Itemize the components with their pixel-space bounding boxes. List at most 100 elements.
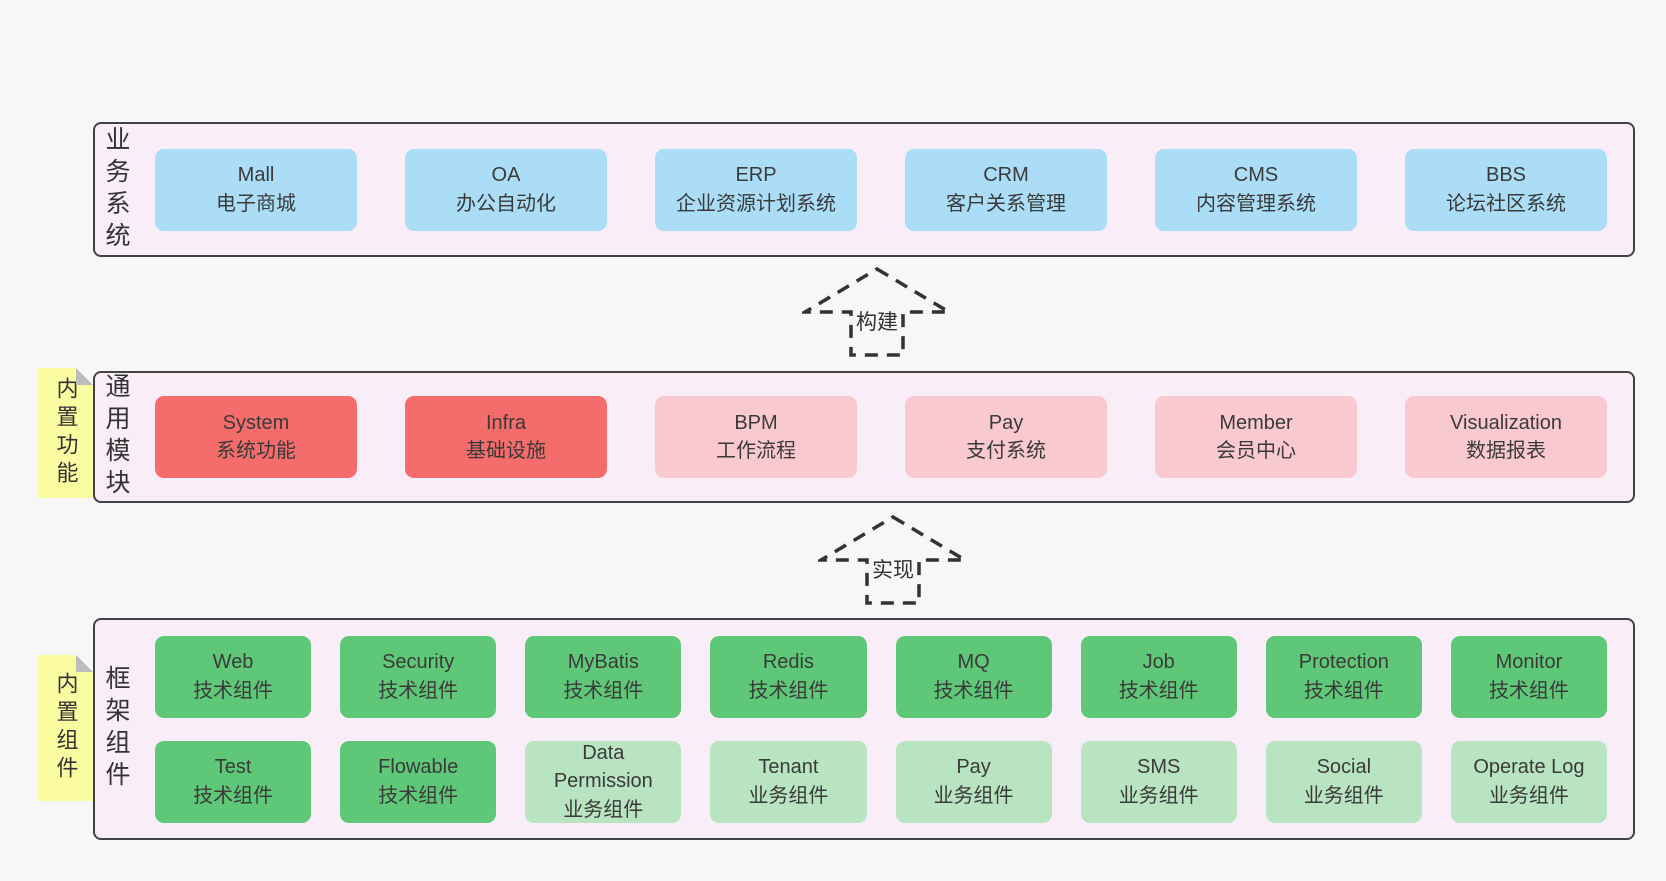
box-subtitle: 技术组件 [1488, 679, 1569, 702]
box-crm: CRM 客户关系管理 [905, 148, 1107, 231]
sticky-note-built-in-features: 内置功能 [38, 368, 93, 498]
modules-box-row: System 系统功能 Infra 基础设施 BPM 工作流程 Pay 支付系统 Member 会… [155, 396, 1607, 478]
box-subtitle: 技术组件 [933, 679, 1014, 702]
box-title: ERP [735, 164, 777, 187]
box-title: MQ [957, 651, 990, 674]
box-title: MyBatis [567, 651, 639, 674]
box-bpm: BPM 工作流程 [655, 396, 857, 478]
box-operate-log: Operate Log 业务组件 [1450, 740, 1607, 823]
box-subtitle: 技术组件 [1118, 679, 1199, 702]
box-subtitle: 业务组件 [933, 784, 1014, 807]
box-title: Protection [1298, 651, 1389, 674]
box-title: BPM [734, 411, 778, 434]
box-title: Pay [988, 411, 1024, 434]
arrow-up-build: 构建 [802, 266, 952, 358]
box-title: Social [1316, 756, 1372, 779]
box-subtitle: 技术组件 [748, 679, 829, 702]
box-flowable: Flowable 技术组件 [340, 740, 497, 823]
box-visualization: Visualization 数据报表 [1405, 396, 1607, 478]
box-subtitle: 支付系统 [966, 440, 1046, 462]
box-subtitle: 数据报表 [1466, 440, 1546, 462]
note-built-in-features-label: 内置功能 [53, 377, 79, 489]
box-subtitle: 客户关系管理 [946, 192, 1066, 215]
box-subtitle: 业务组件 [563, 798, 644, 821]
box-subtitle: 电子商城 [216, 192, 296, 215]
box-title: Test [214, 756, 252, 779]
box-test: Test 技术组件 [155, 740, 312, 823]
box-subtitle: 业务组件 [1118, 784, 1199, 807]
box-title: SMS [1137, 756, 1181, 779]
box-subtitle: 业务组件 [1488, 784, 1569, 807]
box-title: Security [382, 651, 455, 674]
box-subtitle: 会员中心 [1216, 440, 1296, 462]
box-subtitle: 工作流程 [716, 440, 796, 462]
block-arrow-up-icon [802, 266, 952, 357]
box-title: Flowable [378, 756, 459, 779]
box-subtitle: 内容管理系统 [1196, 192, 1316, 215]
box-redis: Redis 技术组件 [710, 635, 867, 718]
box-subtitle: 技术组件 [563, 679, 644, 702]
layer-modules-label: 通用模块 [102, 373, 130, 501]
box-cms: CMS 内容管理系统 [1155, 148, 1357, 231]
box-title: Mall [237, 164, 275, 187]
box-infra: Infra 基础设施 [405, 396, 607, 478]
box-system: System 系统功能 [155, 396, 357, 478]
box-mybatis: MyBatis 技术组件 [525, 635, 682, 718]
box-subtitle: 业务组件 [748, 784, 829, 807]
arrow-up-implement: 实现 [818, 514, 968, 606]
box-title: Tenant [758, 756, 819, 779]
box-mq: MQ 技术组件 [895, 635, 1052, 718]
box-data-permission: Data Permission 业务组件 [525, 740, 682, 823]
box-subtitle: 基础设施 [466, 440, 546, 462]
box-monitor: Monitor 技术组件 [1450, 635, 1607, 718]
box-mall: Mall 电子商城 [155, 148, 357, 231]
box-title: Visualization [1450, 411, 1562, 434]
box-title: Member [1219, 411, 1293, 434]
box-title: Operate Log [1473, 756, 1585, 779]
box-title: Redis [762, 651, 814, 674]
box-title: CRM [983, 164, 1029, 187]
box-title: Pay [956, 756, 991, 779]
box-subtitle: 技术组件 [378, 679, 459, 702]
note-built-in-components-label: 内置组件 [53, 672, 79, 784]
box-title: CMS [1233, 164, 1279, 187]
box-title: Web [212, 651, 254, 674]
box-subtitle: 系统功能 [216, 440, 296, 462]
box-security: Security 技术组件 [340, 635, 497, 718]
sticky-note-built-in-components: 内置组件 [38, 655, 93, 801]
box-pay: Pay 支付系统 [905, 396, 1107, 478]
box-protection: Protection 技术组件 [1265, 635, 1422, 718]
box-title: Data Permission [553, 741, 653, 793]
box-title: Job [1142, 651, 1175, 674]
layer-components-label: 框架组件 [102, 665, 130, 793]
block-arrow-up-icon [818, 514, 968, 605]
box-job: Job 技术组件 [1080, 635, 1237, 718]
layer-business-label: 业务系统 [102, 125, 130, 254]
box-web: Web 技术组件 [155, 635, 312, 718]
box-subtitle: 技术组件 [193, 679, 274, 702]
box-subtitle: 技术组件 [193, 784, 274, 807]
box-sms: SMS 业务组件 [1080, 740, 1237, 823]
box-subtitle: 技术组件 [1303, 679, 1384, 702]
box-title: OA [491, 164, 521, 187]
box-title: System [222, 411, 290, 434]
arrow-build-label: 构建 [853, 306, 901, 336]
box-title: BBS [1485, 164, 1527, 187]
box-subtitle: 业务组件 [1303, 784, 1384, 807]
box-title: Monitor [1495, 651, 1563, 674]
box-member: Member 会员中心 [1155, 396, 1357, 478]
box-pay: Pay 业务组件 [895, 740, 1052, 823]
box-title: Infra [485, 411, 527, 434]
layer-common-modules: 通用模块 System 系统功能 Infra 基础设施 BPM 工作流程 Pay 支付系统 Me… [93, 371, 1635, 503]
box-tenant: Tenant 业务组件 [710, 740, 867, 823]
box-social: Social 业务组件 [1265, 740, 1422, 823]
box-subtitle: 技术组件 [378, 784, 459, 807]
